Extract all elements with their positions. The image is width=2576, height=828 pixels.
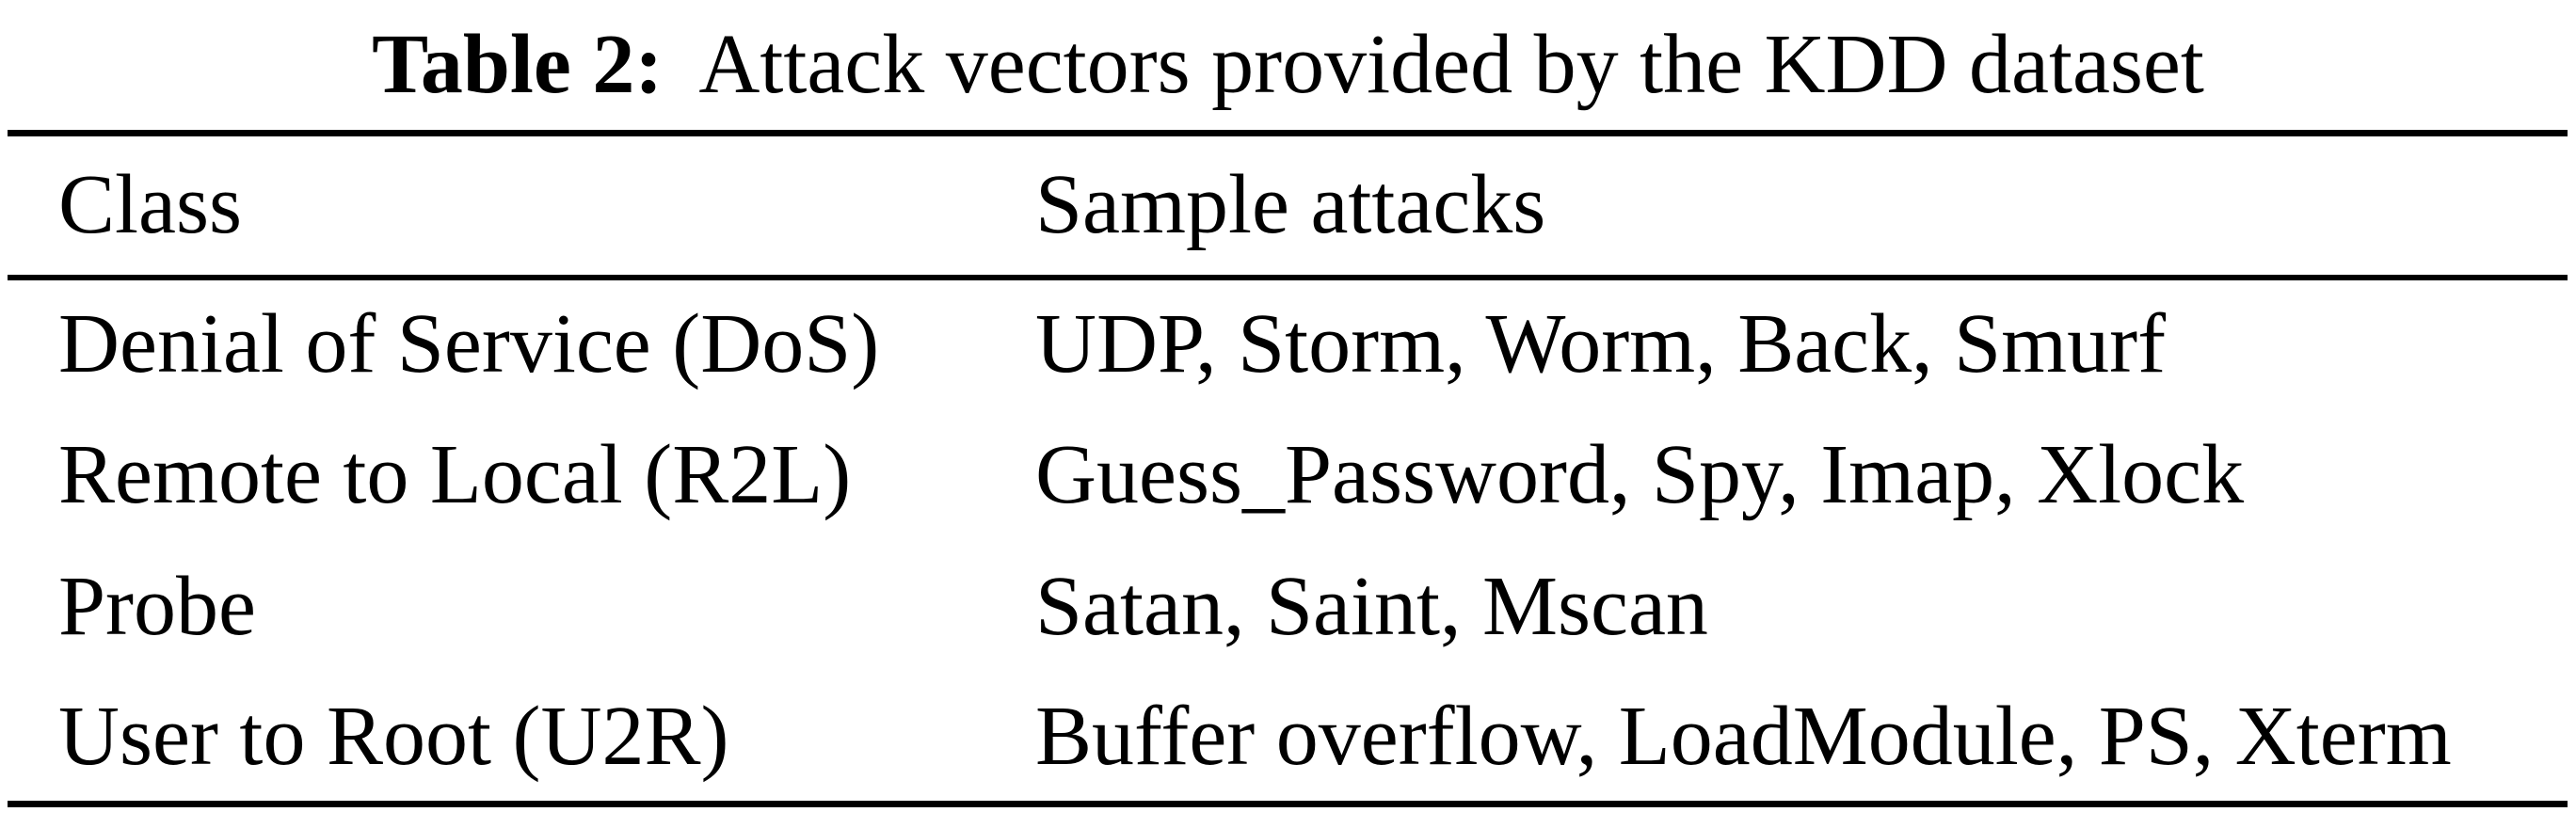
table-caption: Table 2: Attack vectors provided by the … bbox=[0, 0, 2576, 130]
cell-class: User to Root (U2R) bbox=[58, 689, 729, 783]
cell-attacks: Satan, Saint, Mscan bbox=[1035, 559, 1708, 653]
table-row: Denial of Service (DoS) UDP, Storm, Worm… bbox=[8, 278, 2568, 409]
cell-attacks: Buffer overflow, LoadModule, PS, Xterm bbox=[1035, 689, 2452, 783]
cell-class: Denial of Service (DoS) bbox=[58, 297, 880, 390]
column-header-sample-attacks: Sample attacks bbox=[1035, 133, 2568, 280]
table-caption-text: Attack vectors provided by the KDD datas… bbox=[698, 18, 2204, 111]
table-row: User to Root (U2R) Buffer overflow, Load… bbox=[8, 673, 2568, 804]
column-header-class: Class bbox=[8, 133, 1035, 280]
cell-class: Probe bbox=[58, 559, 256, 653]
cell-attacks: Guess_Password, Spy, Imap, Xlock bbox=[1035, 427, 2245, 521]
table-caption-label: Table 2: bbox=[372, 18, 664, 111]
table-row: Probe Satan, Saint, Mscan bbox=[8, 541, 2568, 673]
cell-class: Remote to Local (R2L) bbox=[58, 427, 852, 521]
table-header-row: Class Sample attacks bbox=[8, 133, 2568, 280]
table-row: Remote to Local (R2L) Guess_Password, Sp… bbox=[8, 409, 2568, 541]
attack-vectors-table: Class Sample attacks Denial of Service (… bbox=[8, 130, 2568, 807]
cell-attacks: UDP, Storm, Worm, Back, Smurf bbox=[1035, 297, 2167, 390]
